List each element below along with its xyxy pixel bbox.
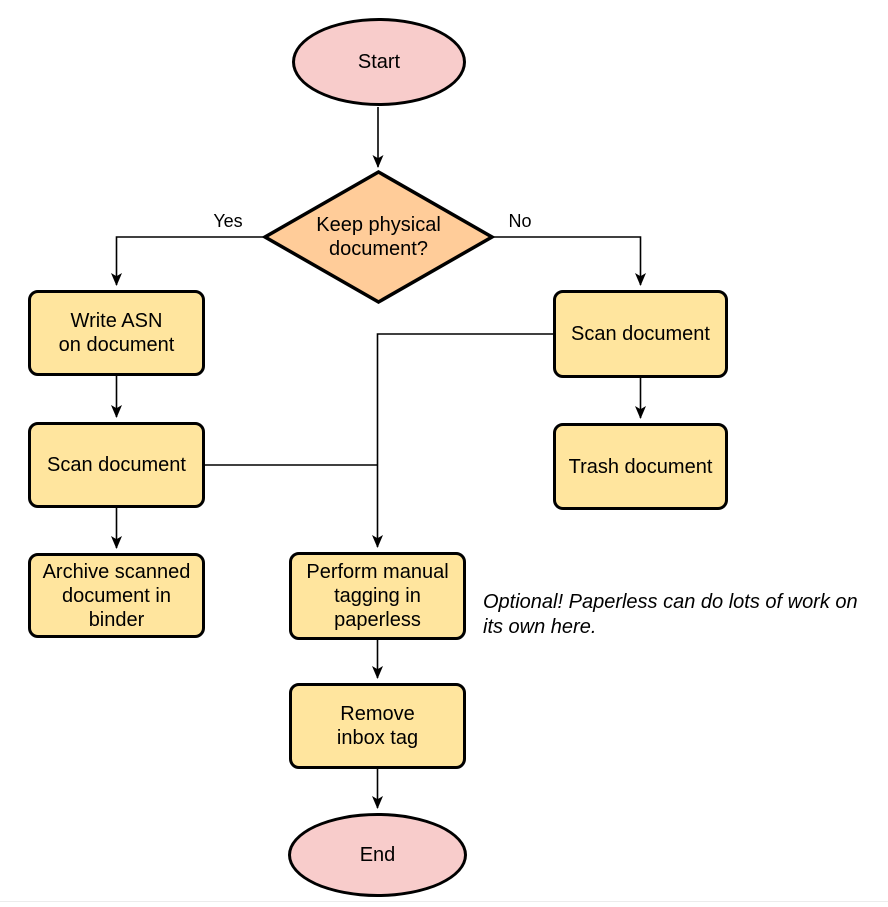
bottom-divider: [0, 901, 888, 902]
node-scan-document-right: Scan document: [553, 290, 728, 378]
node-start: Start: [292, 18, 466, 106]
node-trash-document: Trash document: [553, 423, 728, 510]
edge-decision-yes-to-write-asn: [111, 236, 265, 286]
node-write-asn: Write ASN on document: [28, 290, 205, 376]
edge-label-yes: Yes: [213, 211, 243, 231]
node-decision-label: Keep physical document?: [316, 214, 441, 260]
decision-diamond-shape: [261, 169, 496, 305]
edge-decision-no-to-scan-right: [492, 236, 646, 286]
edge-label-no: No: [508, 211, 532, 231]
edge-scan-right-to-tagging: [372, 333, 553, 548]
node-end: End: [288, 813, 467, 897]
node-remove-inbox-tag: Remove inbox tag: [289, 683, 466, 769]
annotation-optional-note: Optional! Paperless can do lots of work …: [483, 591, 858, 638]
node-manual-tagging: Perform manual tagging in paperless: [289, 552, 466, 640]
node-scan-document-left: Scan document: [28, 422, 205, 508]
node-archive-binder: Archive scanned document in binder: [28, 553, 205, 638]
